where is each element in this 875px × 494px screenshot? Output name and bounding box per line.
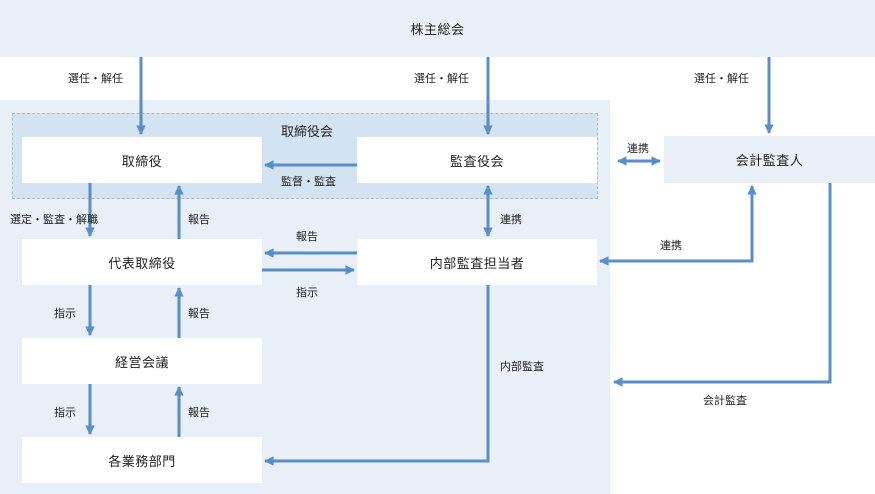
label-coop-1: 連携 [627, 142, 649, 155]
ceo-box: 代表取締役 [22, 239, 262, 285]
label-report-1: 報告 [188, 213, 210, 226]
label-instruct-1: 指示 [296, 286, 318, 299]
label-select: 選定・監査・解職 [10, 213, 98, 226]
label-elect-1: 選任・解任 [68, 72, 123, 85]
arrow-internal-audit [264, 285, 490, 466]
label-elect-3: 選任・解任 [694, 72, 749, 85]
divisions-box: 各業務部門 [22, 437, 262, 483]
label-internal-audit: 内部監査 [500, 360, 544, 373]
label-supervise: 監督・監査 [281, 175, 336, 188]
board-label: 取締役会 [281, 125, 334, 140]
auditor-box: 会計監査人 [735, 154, 804, 169]
label-coop-2: 連携 [500, 213, 522, 226]
label-elect-2: 選任・解任 [414, 72, 469, 85]
directors-box: 取締役 [22, 137, 262, 183]
label-accounting-audit: 会計監査 [703, 394, 747, 407]
label-instruct-3: 指示 [54, 406, 76, 419]
arrow-accounting-audit [613, 183, 832, 387]
shareholders-label: 株主総会 [410, 23, 465, 38]
arrow-coop-internal-auditor [599, 185, 757, 266]
label-instruct-2: 指示 [54, 307, 76, 320]
auditor-band [664, 136, 875, 183]
label-report-4: 報告 [188, 406, 210, 419]
label-coop-3: 連携 [660, 239, 682, 252]
internal-audit-box: 内部監査担当者 [357, 239, 597, 285]
shareholders-band [0, 0, 875, 57]
label-report-2: 報告 [296, 230, 318, 243]
management-box: 経営会議 [22, 338, 262, 384]
label-report-3: 報告 [188, 307, 210, 320]
audit-board-box: 監査役会 [357, 137, 597, 183]
